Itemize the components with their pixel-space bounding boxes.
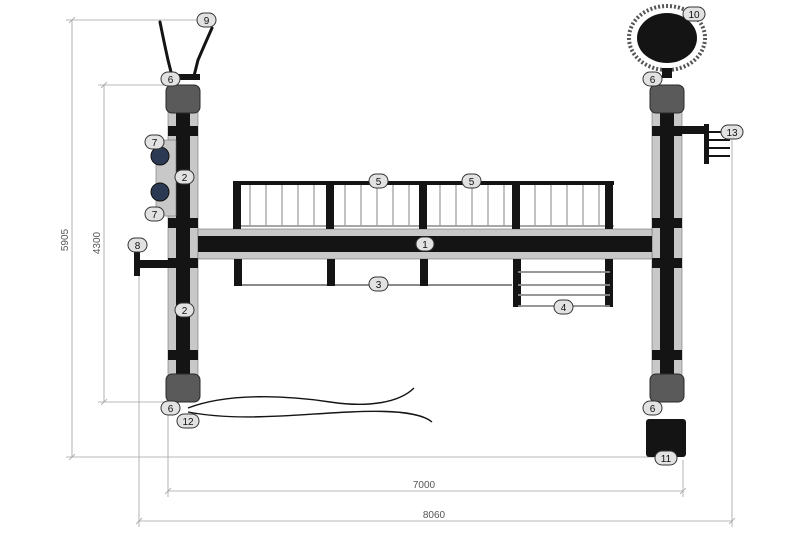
callout-label: 2 <box>182 173 188 184</box>
dimension-lines <box>66 19 733 527</box>
callout-item-2-top: 2 <box>174 169 195 185</box>
callout-label: 2 <box>182 306 188 317</box>
callout-item-6-top-left: 6 <box>160 71 181 87</box>
callout-label: 8 <box>135 241 141 252</box>
callout-label: 9 <box>204 16 210 27</box>
callout-label: 5 <box>376 177 382 188</box>
callout-label: 7 <box>152 138 158 149</box>
callout-label: 12 <box>182 417 194 428</box>
dimension-height-total: 5905 <box>60 228 71 251</box>
callout-label: 6 <box>168 404 174 415</box>
pad-top-left <box>165 84 201 114</box>
callout-item-6-bottom-left: 6 <box>160 400 181 416</box>
callout-item-3: 3 <box>368 276 389 292</box>
callout-item-13: 13 <box>720 124 744 140</box>
wall-bracket-left <box>134 252 172 276</box>
callout-label: 7 <box>152 210 158 221</box>
dimension-ticks <box>68 16 736 525</box>
callout-item-1: 1 <box>415 236 435 252</box>
callout-item-10: 10 <box>682 6 706 22</box>
callout-label: 6 <box>168 75 174 86</box>
callout-item-2-bottom: 2 <box>174 302 195 318</box>
callout-label: 6 <box>650 75 656 86</box>
storage-box <box>646 419 686 457</box>
dimension-height-inner: 4300 <box>92 231 103 254</box>
callout-label: 1 <box>422 240 428 251</box>
callout-item-9: 9 <box>196 12 217 28</box>
callout-item-6-bottom-right: 6 <box>642 400 663 416</box>
dimension-width-inner: 7000 <box>413 480 436 491</box>
callout-item-6-top-right: 6 <box>642 71 663 87</box>
callout-label: 10 <box>688 10 700 21</box>
pad-bottom-right <box>649 373 685 403</box>
rail-lower <box>234 259 613 307</box>
callout-label: 6 <box>650 404 656 415</box>
trampoline <box>627 4 707 78</box>
callout-item-7-bottom: 7 <box>144 206 165 222</box>
callout-item-4: 4 <box>553 299 574 315</box>
callout-label: 11 <box>661 454 672 465</box>
callout-item-5-right: 5 <box>461 173 482 189</box>
pad-top-right <box>649 84 685 114</box>
pad-bottom-left <box>165 373 201 403</box>
callout-label: 4 <box>561 303 567 314</box>
ladder-upper <box>233 181 614 229</box>
callout-item-8: 8 <box>127 237 148 253</box>
callout-label: 3 <box>376 280 382 291</box>
callout-item-7-top: 7 <box>144 134 165 150</box>
callout-label: 5 <box>469 177 475 188</box>
callout-label: 13 <box>726 128 738 139</box>
kettlebell-rack <box>150 139 177 217</box>
callout-item-5-left: 5 <box>368 173 389 189</box>
callout-item-12: 12 <box>176 413 200 429</box>
dip-bar-handles <box>158 20 214 78</box>
battle-ropes <box>187 387 433 423</box>
right-column-frame <box>651 107 683 377</box>
dimension-width-total: 8060 <box>423 510 446 521</box>
callout-item-11: 11 <box>654 450 678 466</box>
dip-bar-base <box>166 74 200 80</box>
